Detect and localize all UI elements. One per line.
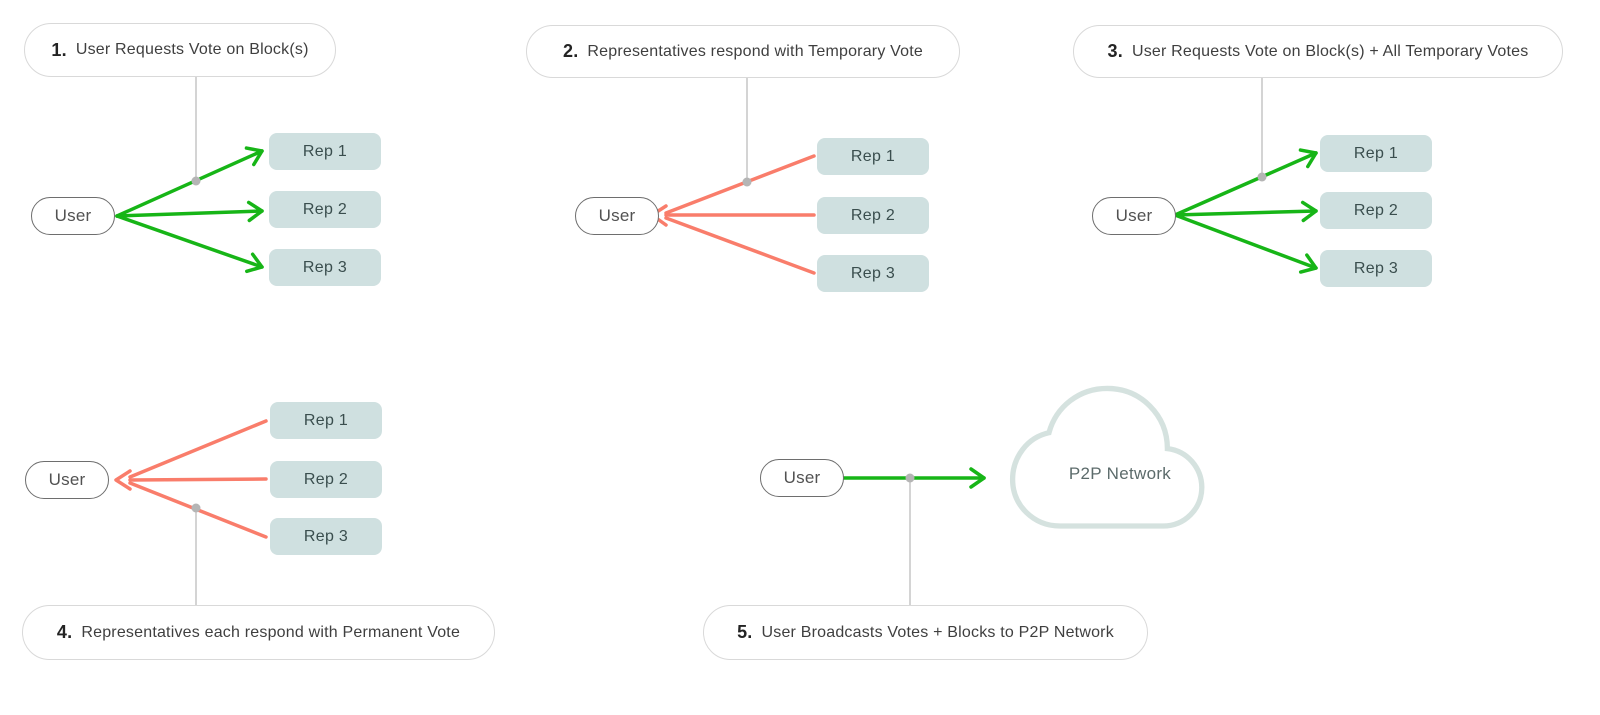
step-3-arrows — [1173, 148, 1318, 274]
step-4-rep-1-node: Rep 1 — [270, 402, 382, 439]
step-2-rep-1-node: Rep 1 — [817, 138, 929, 175]
step-3-label-pill: 3. User Requests Vote on Block(s) + All … — [1073, 25, 1563, 78]
step-4-rep-3-node: Rep 3 — [270, 518, 382, 555]
step-4-text: Representatives each respond with Perman… — [81, 623, 461, 641]
step-4-label-pill: 4. Representatives each respond with Per… — [22, 605, 495, 660]
step-3-rep-2-node: Rep 2 — [1320, 192, 1432, 229]
step-3-user-node: User — [1092, 197, 1176, 235]
p2p-network-label: P2P Network — [1068, 464, 1172, 483]
step-2-number: 2. — [562, 41, 579, 61]
step-2-junction-dot — [742, 177, 752, 187]
step-3-rep-1-node: Rep 1 — [1320, 135, 1432, 172]
step-5-user-node: User — [760, 459, 844, 497]
step-2-label-pill: 2. Representatives respond with Temporar… — [526, 25, 960, 78]
step-1-rep-2-node: Rep 2 — [269, 191, 381, 228]
step-3-number: 3. — [1107, 41, 1123, 61]
step-3-rep-3-node: Rep 3 — [1320, 250, 1432, 287]
step-4-number: 4. — [56, 622, 73, 642]
step-5-label-pill: 5. User Broadcasts Votes + Blocks to P2P… — [703, 605, 1148, 660]
step-4-arrows — [114, 419, 268, 539]
step-2-rep-3-node: Rep 3 — [817, 255, 929, 292]
step-2-text: Representatives respond with Temporary V… — [587, 42, 923, 60]
step-5-junction-dot — [905, 473, 915, 483]
step-2-arrows — [650, 154, 816, 275]
step-3-junction-dot — [1257, 172, 1267, 182]
step-1-rep-3-node: Rep 3 — [269, 249, 381, 286]
step-1-junction-dot — [191, 176, 201, 186]
step-1-arrows — [115, 146, 264, 274]
step-5-number: 5. — [737, 622, 753, 642]
step-1-user-node: User — [31, 197, 115, 235]
step-4-junction-dot — [191, 503, 201, 513]
step-1-label-pill: 1. User Requests Vote on Block(s) — [24, 23, 336, 77]
step-5-text: User Broadcasts Votes + Blocks to P2P Ne… — [761, 623, 1114, 641]
p2p-cloud-shape — [1009, 385, 1205, 529]
step-1-rep-1-node: Rep 1 — [269, 133, 381, 170]
step-1-text: User Requests Vote on Block(s) — [75, 41, 309, 58]
step-4-rep-2-node: Rep 2 — [270, 461, 382, 498]
step-2-user-node: User — [575, 197, 659, 235]
step-2-rep-2-node: Rep 2 — [817, 197, 929, 234]
step-3-text: User Requests Vote on Block(s) + All Tem… — [1131, 42, 1529, 60]
step-4-user-node: User — [25, 461, 109, 499]
step-1-number: 1. — [51, 39, 67, 60]
